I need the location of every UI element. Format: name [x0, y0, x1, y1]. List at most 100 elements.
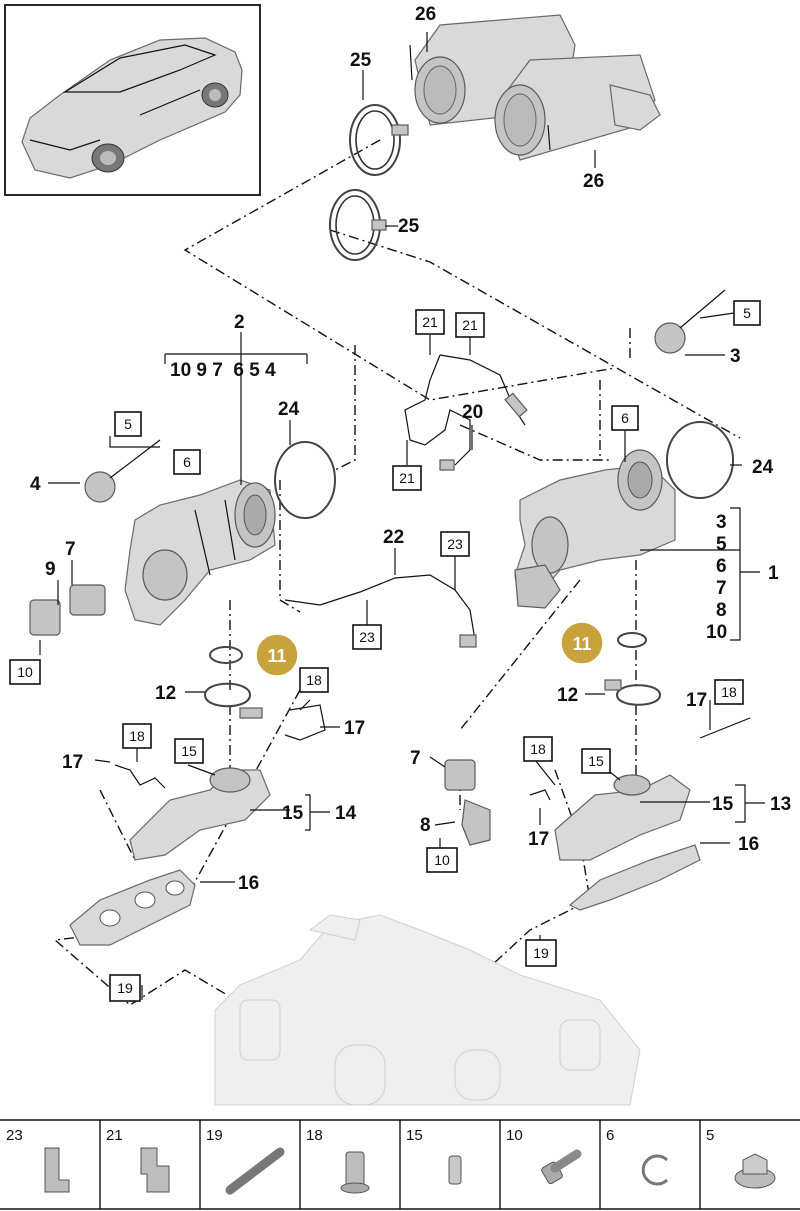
label-4: 4 — [30, 474, 41, 495]
label-24-right: 24 — [752, 457, 774, 478]
label-17-b: 17 — [62, 752, 83, 773]
left-exhaust-manifold — [69, 646, 326, 946]
svg-text:18: 18 — [721, 684, 737, 700]
svg-text:6: 6 — [621, 410, 629, 426]
label-group-right-6: 6 — [716, 556, 727, 577]
svg-text:23: 23 — [359, 629, 375, 645]
svg-text:5: 5 — [743, 305, 751, 321]
stud-icon — [448, 1155, 462, 1185]
box-15-left: 15 — [174, 738, 204, 764]
strip-number: 21 — [106, 1127, 123, 1144]
box-6-right: 6 — [611, 405, 639, 431]
svg-text:19: 19 — [117, 980, 133, 996]
strip-number: 5 — [706, 1127, 714, 1144]
label-1: 1 — [768, 563, 779, 584]
label-26-bottom: 26 — [583, 171, 604, 192]
svg-text:21: 21 — [462, 317, 478, 333]
label-group-left: 10 9 7 6 5 4 — [170, 360, 276, 381]
svg-text:15: 15 — [181, 743, 197, 759]
leader-lines — [39, 32, 765, 1000]
bracket-clip-icon — [44, 1147, 70, 1193]
label-7-left: 7 — [65, 539, 76, 560]
strip-cell-21: 21 — [99, 1120, 170, 1209]
box-21-a: 21 — [415, 309, 445, 335]
callout-labels: 26 26 25 25 2 10 9 7 6 5 4 24 24 4 9 7 2… — [30, 4, 791, 894]
strip-number: 6 — [606, 1127, 614, 1144]
label-22: 22 — [383, 527, 404, 548]
strip-number: 19 — [206, 1127, 223, 1144]
svg-text:10: 10 — [17, 664, 33, 680]
left-turbocharger — [29, 439, 276, 636]
box-21-c: 21 — [392, 465, 422, 491]
svg-text:5: 5 — [124, 416, 132, 432]
strip-number: 10 — [506, 1127, 523, 1144]
catalytic-converters — [409, 14, 661, 161]
strip-cell-5: 5 — [699, 1120, 776, 1209]
box-19-left: 19 — [109, 974, 141, 1002]
label-15-right: 15 — [712, 794, 734, 815]
label-16-left: 16 — [238, 873, 259, 894]
svg-text:18: 18 — [129, 728, 145, 744]
car-silhouette-icon — [21, 37, 243, 179]
svg-text:18: 18 — [530, 741, 546, 757]
svg-text:19: 19 — [533, 945, 549, 961]
box-23-b: 23 — [352, 624, 382, 650]
strip-cell-10: 10 — [499, 1120, 582, 1209]
box-15-right: 15 — [581, 748, 611, 774]
label-16-right: 16 — [738, 834, 759, 855]
box-18-b: 18 — [122, 723, 152, 749]
right-exhaust-manifold — [529, 632, 751, 911]
box-19-right: 19 — [525, 939, 557, 967]
label-17-d: 17 — [528, 829, 549, 850]
right-turbocharger — [514, 289, 726, 609]
boxed-callouts: 5 6 10 21 21 21 23 23 5 6 18 18 15 10 18… — [9, 300, 761, 1002]
svg-text:21: 21 — [422, 314, 438, 330]
svg-text:11: 11 — [572, 634, 591, 654]
svg-text:6: 6 — [183, 454, 191, 470]
box-23-a: 23 — [440, 531, 470, 557]
box-21-b: 21 — [455, 312, 485, 338]
svg-text:15: 15 — [588, 753, 604, 769]
sensor-wiring — [284, 354, 528, 648]
strip-number: 18 — [306, 1127, 323, 1144]
label-25-bottom: 25 — [398, 216, 420, 237]
engine-block-ghost — [214, 914, 641, 1106]
strip-number: 23 — [6, 1127, 23, 1144]
label-9: 9 — [45, 559, 56, 580]
strip-number: 15 — [406, 1127, 423, 1144]
box-10-middle: 10 — [426, 847, 458, 873]
label-group-right-10: 10 — [706, 622, 727, 643]
label-24-left: 24 — [278, 399, 300, 420]
v-band-clamps — [329, 104, 409, 261]
strip-cell-18: 18 — [299, 1120, 370, 1209]
label-13: 13 — [770, 794, 791, 815]
turbo-gaskets-24 — [274, 421, 734, 519]
svg-text:21: 21 — [399, 470, 415, 486]
label-17-c: 17 — [686, 690, 707, 711]
highlighted-callouts: 11 11 — [255, 621, 604, 677]
label-2: 2 — [234, 312, 245, 333]
small-parts-strip: 23 21 19 18 15 10 6 5 — [0, 1119, 800, 1210]
label-12-left: 12 — [155, 683, 176, 704]
label-17-a: 17 — [344, 718, 365, 739]
highlight-11-right[interactable]: 11 — [560, 621, 604, 665]
label-12-right: 12 — [557, 685, 578, 706]
svg-text:10: 10 — [434, 852, 450, 868]
box-18-a: 18 — [299, 667, 329, 693]
label-25-top: 25 — [350, 50, 372, 71]
strip-cell-6: 6 — [599, 1120, 669, 1209]
double-bracket-icon — [140, 1147, 170, 1193]
rivet-nut-icon — [340, 1151, 370, 1194]
label-15-left: 15 — [282, 803, 304, 824]
label-14: 14 — [335, 803, 357, 824]
circlip-icon — [641, 1154, 669, 1186]
cable-tie-icon — [225, 1147, 285, 1195]
vehicle-inset — [4, 4, 261, 196]
strip-cell-19: 19 — [199, 1120, 285, 1209]
label-8: 8 — [420, 815, 431, 836]
highlight-11-left[interactable]: 11 — [255, 633, 299, 677]
svg-text:23: 23 — [447, 536, 463, 552]
box-10-left: 10 — [9, 659, 41, 685]
label-20: 20 — [462, 402, 483, 423]
